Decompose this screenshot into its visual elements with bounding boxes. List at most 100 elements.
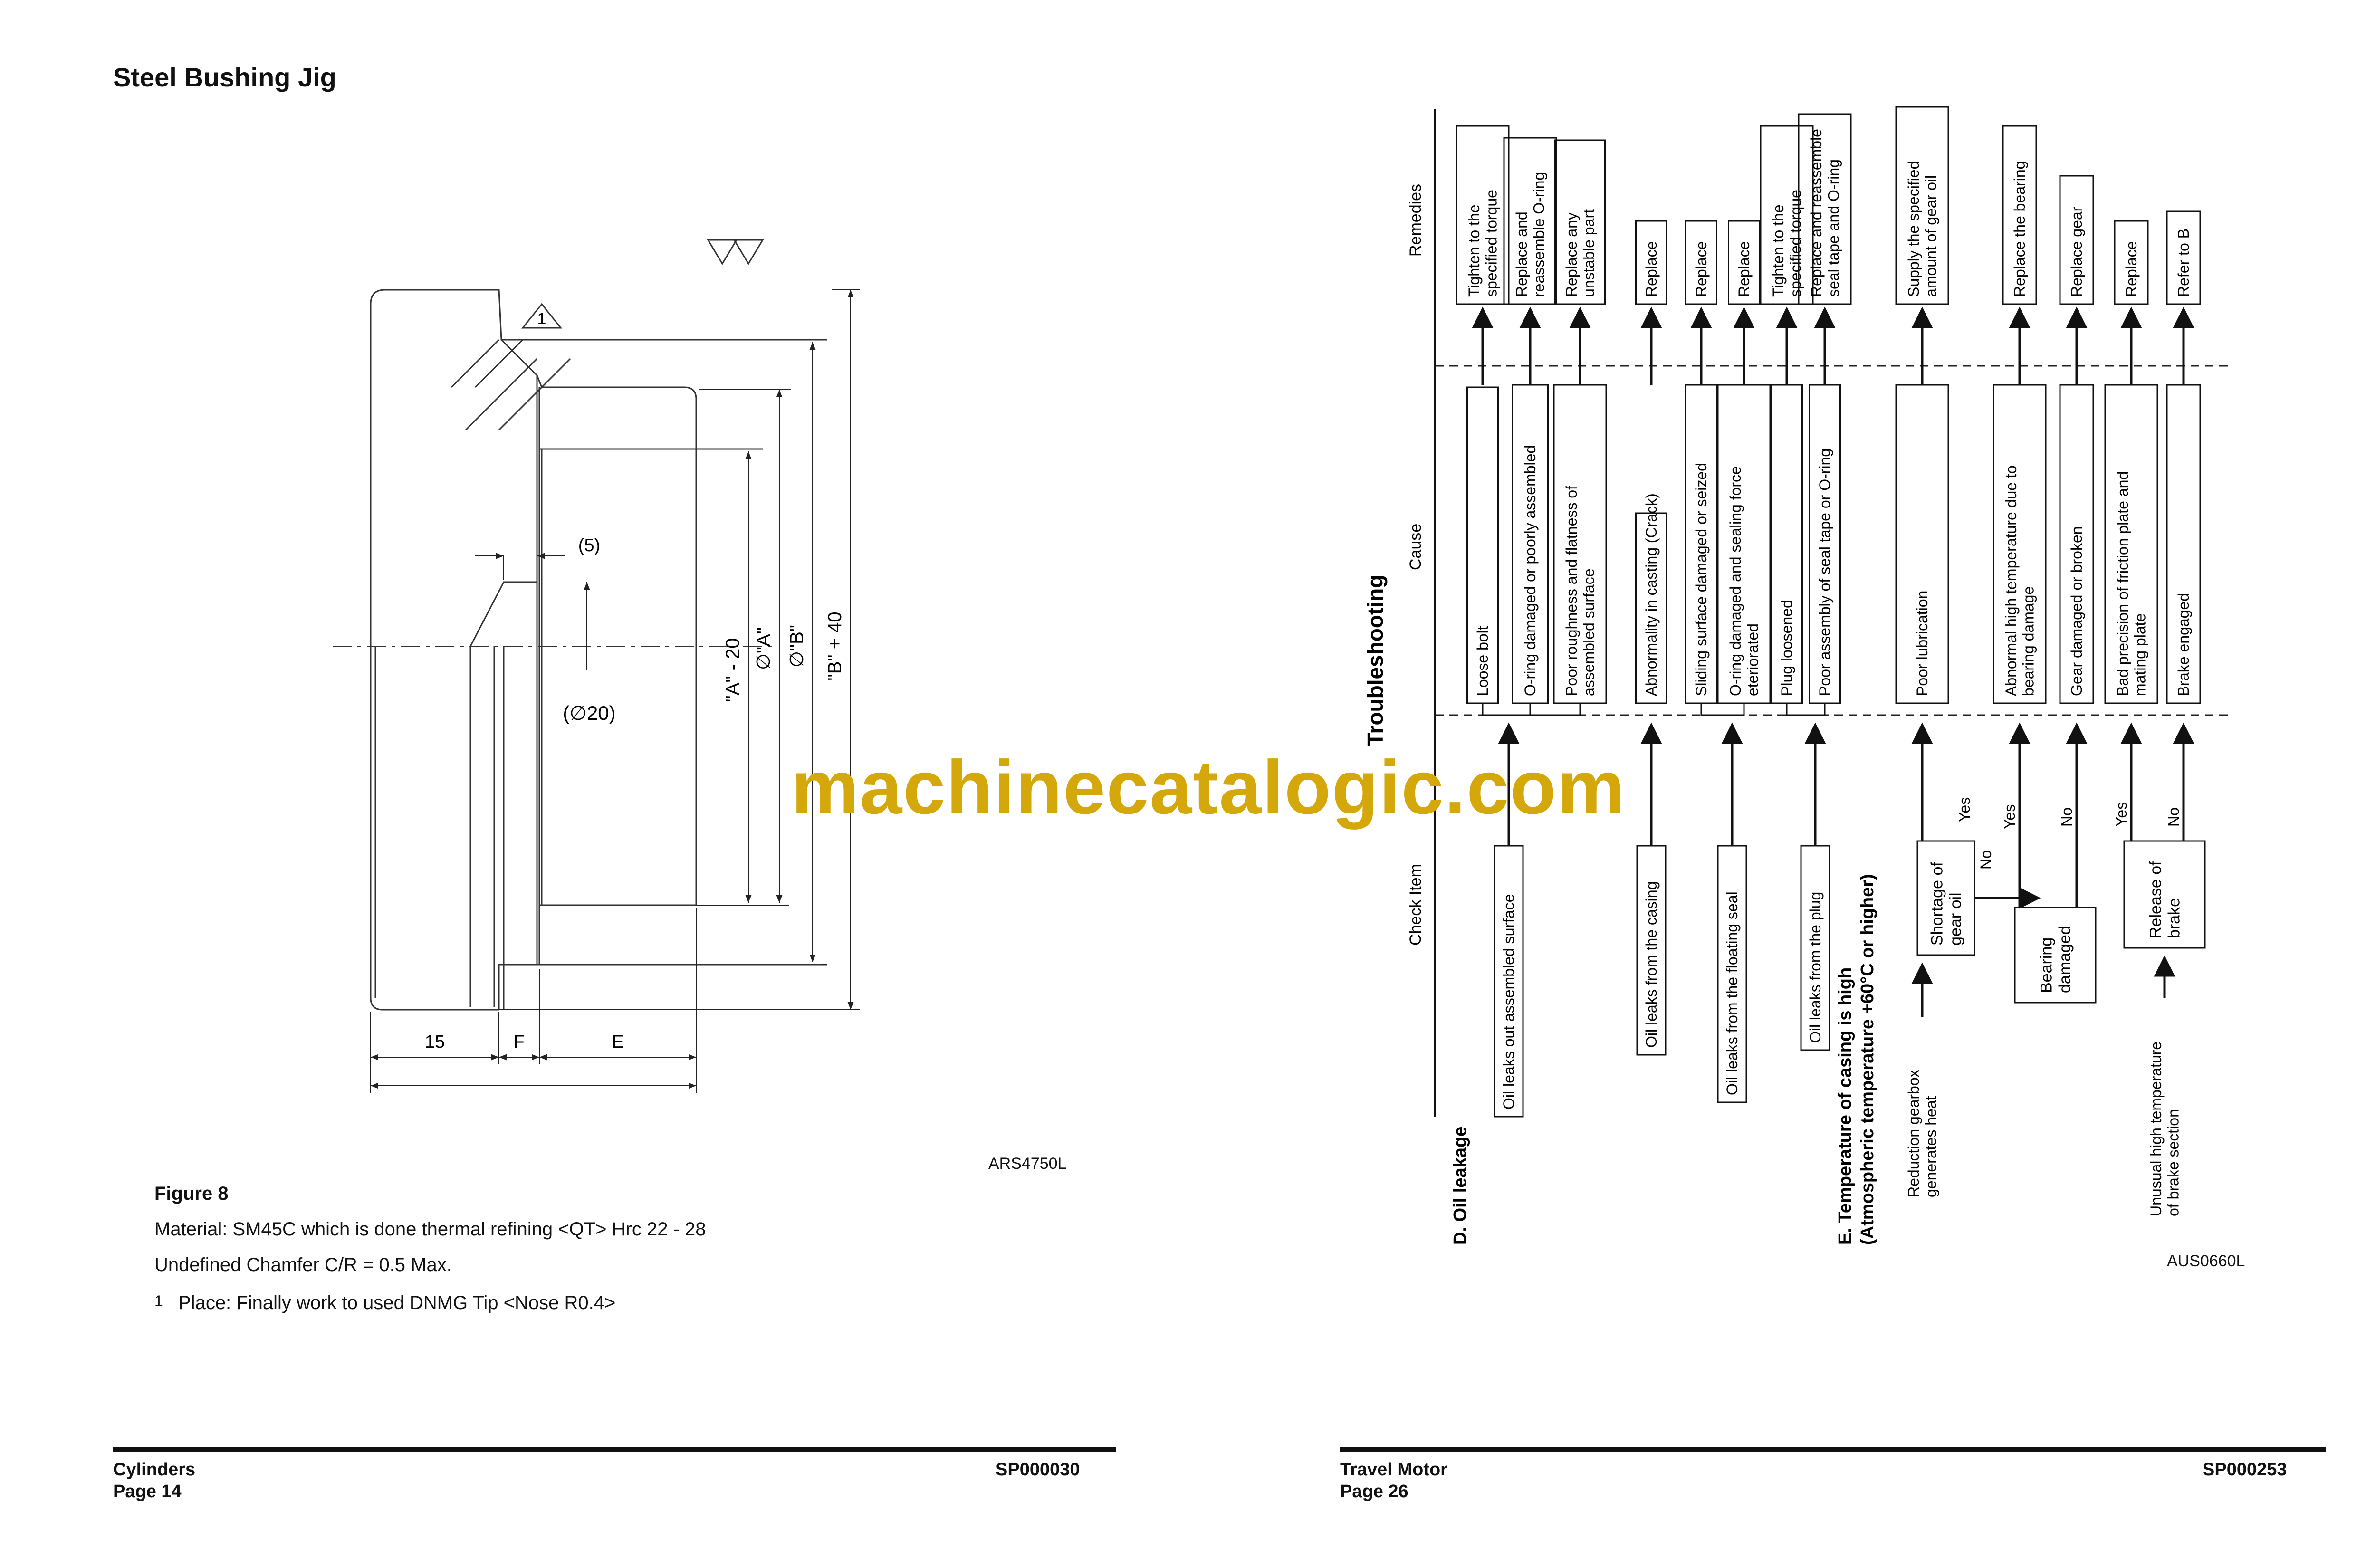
section-e-title: E. Temperature of casing is high — [1835, 967, 1855, 1245]
drawing-id: ARS4750L — [988, 1155, 1067, 1173]
remedy-text-line: Tighten to the — [1466, 205, 1483, 297]
footer-rule — [113, 1447, 1116, 1452]
cause-text-line: assembled surface — [1581, 568, 1598, 696]
dim-B: ∅"B" — [786, 625, 807, 668]
page-title: Steel Bushing Jig — [113, 62, 336, 92]
remedy-text-line: Replace — [1643, 241, 1660, 297]
cause-box — [2104, 384, 2158, 704]
remedy-text-line: Replace the bearing — [2011, 161, 2028, 297]
yes-label: Yes — [2001, 804, 2018, 829]
figure-label: Figure 8 — [154, 1183, 229, 1204]
remedy-box — [1503, 137, 1557, 305]
check-item-text-line: Oil leaks from the plug — [1807, 892, 1824, 1043]
cause-text-line: Sliding surface damaged or seized — [1693, 463, 1710, 696]
footer-section: Cylinders — [113, 1460, 196, 1480]
cause-text-line: mating plate — [2132, 613, 2149, 696]
remedy-box — [1728, 220, 1760, 305]
remedy-box — [2114, 220, 2149, 305]
decision-text-line: Release of — [2146, 861, 2165, 938]
dim-B-plus-40: "B" + 40 — [824, 612, 845, 680]
remedy-text-line: specified torque — [1483, 190, 1500, 297]
remedy-text-line: Replace and — [1513, 211, 1530, 297]
remedy-box — [2002, 125, 2037, 305]
dim-A: ∅"A" — [753, 627, 774, 670]
dim-20: (∅20) — [563, 702, 615, 724]
remedy-box — [1760, 125, 1814, 305]
cause-text-line: Poor lubrication — [1914, 591, 1931, 696]
footer-code: SP000253 — [2203, 1460, 2287, 1480]
yes-label: Yes — [1956, 797, 1973, 822]
watermark: machinecatalogic.com — [791, 745, 1626, 830]
bushing-jig-drawing: 1 (5) (∅20) "A" - 20 ∅"A" ∅"B" "B" + 40 — [333, 239, 860, 1093]
cause-text-line: Plug loosened — [1778, 600, 1795, 696]
svg-text:1: 1 — [537, 310, 546, 328]
remedy-box — [1685, 220, 1717, 305]
remedy-text-line: seal tape and O-ring — [1825, 159, 1842, 297]
no-label: No — [2165, 807, 2182, 827]
right-page: Troubleshooting Remedies Cause Check Ite… — [1212, 0, 2376, 1568]
cause-text-line: Brake engaged — [2175, 593, 2192, 696]
material-text: Material: SM45C which is done thermal re… — [154, 1219, 706, 1240]
cause-box — [1993, 384, 2047, 704]
decision-text-line: gear oil — [1946, 892, 1964, 946]
cause-text-line: Loose bolt — [1474, 626, 1491, 696]
no-label: No — [2058, 807, 2075, 827]
note-text: Place: Finally work to used DNMG Tip <No… — [178, 1292, 616, 1313]
footer-rule — [1340, 1447, 2326, 1452]
remedy-text-line: Replace gear — [2068, 206, 2085, 297]
remedy-text-line: amount of gear oil — [1923, 175, 1940, 297]
note-number: 1 — [154, 1292, 163, 1310]
cause-text-line: Abnormality in casting (Crack) — [1643, 493, 1660, 696]
cause-box — [2059, 384, 2094, 704]
connector-line — [1482, 703, 1581, 716]
connector-line — [1700, 703, 1745, 716]
input-text-line: Reduction gearbox — [1905, 1070, 1922, 1197]
col-check-item: Check Item — [1407, 864, 1425, 946]
decision-text-line: Bearing — [2037, 937, 2055, 993]
yes-label: Yes — [2113, 802, 2130, 827]
place-mark-symbol: 1 — [521, 303, 563, 329]
cause-text-line: Poor assembly of seal tape or O-ring — [1816, 449, 1833, 696]
remedy-text-line: Replace any — [1563, 212, 1580, 297]
connector-line — [1786, 703, 1826, 716]
input-text-line: Unusual high temperature — [2147, 1042, 2165, 1216]
check-layer: Oil leaks out assembled surface Oil leaks… — [1494, 840, 2206, 1216]
remedy-text-line: unstable part — [1581, 209, 1598, 297]
remedy-text-line: Refer to B — [2175, 229, 2192, 297]
chamfer-text: Undefined Chamfer C/R = 0.5 Max. — [154, 1254, 452, 1275]
footer-page: Page 14 — [113, 1482, 182, 1501]
cause-text-line: Abnormal high temperature due to — [2002, 465, 2020, 696]
decision-box — [2123, 840, 2206, 949]
flowchart-drawing-id: AUS0660L — [2167, 1252, 2245, 1270]
check-item-text-line: Oil leaks out assembled surface — [1500, 894, 1517, 1109]
cause-text-line: Gear damaged or broken — [2068, 526, 2085, 696]
input-text-line: of brake section — [2165, 1109, 2182, 1216]
footer-section: Travel Motor — [1340, 1460, 1447, 1480]
decision-box — [2014, 907, 2097, 1004]
cause-box — [2166, 384, 2201, 704]
cause-text-line: eteriorated — [1744, 623, 1762, 696]
remedy-box — [1635, 220, 1667, 305]
troubleshooting-flowchart: Troubleshooting Remedies Cause Check Ite… — [1363, 106, 2233, 1245]
cause-text-line: Poor roughness and flatness of — [1563, 486, 1580, 696]
section-d-oil-leakage: D. Oil leakage — [1450, 1127, 1470, 1245]
footer-page: Page 26 — [1340, 1482, 1408, 1501]
cause-box — [1635, 512, 1667, 704]
col-remedies: Remedies — [1407, 184, 1425, 257]
no-label: No — [1977, 850, 1994, 870]
remedy-text-line: reassemble O-ring — [1531, 172, 1548, 297]
remedy-text-line: Supply the specified — [1905, 161, 1922, 297]
dim-F: F — [513, 1032, 524, 1052]
remedy-box — [2059, 175, 2094, 305]
cause-text-line: bearing damage — [2020, 586, 2037, 696]
remedy-text-line: Replace — [1735, 241, 1753, 297]
left-page: Steel Bushing Jig — [113, 62, 1116, 1501]
check-item-text-line: Oil leaks from the casing — [1643, 881, 1660, 1048]
heading-troubleshooting: Troubleshooting — [1363, 575, 1388, 746]
decision-text-line: Shortage of — [1928, 862, 1946, 946]
decision-text-line: brake — [2165, 898, 2183, 938]
remedy-text-line: Tighten to the — [1770, 205, 1787, 297]
